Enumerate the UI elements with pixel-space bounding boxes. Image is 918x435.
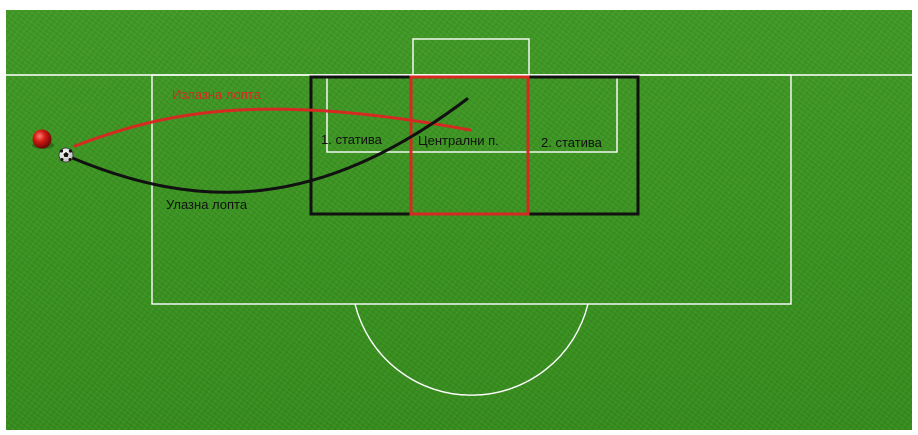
soccer-ball-icon xyxy=(59,148,73,162)
red-ball-marker-icon xyxy=(32,130,54,150)
outswinging-ball-label: Излазна лопта xyxy=(172,88,261,101)
goal xyxy=(413,39,529,75)
inswinging-trajectory xyxy=(70,99,467,192)
near-post-label: 1. статива xyxy=(321,133,382,146)
pitch-lines xyxy=(6,39,912,395)
inswinging-ball-label: Улазна лопта xyxy=(166,198,247,211)
central-zone-label: Централни п. xyxy=(418,134,499,147)
penalty-arc xyxy=(355,304,588,395)
far-post-label: 2. статива xyxy=(541,136,602,149)
